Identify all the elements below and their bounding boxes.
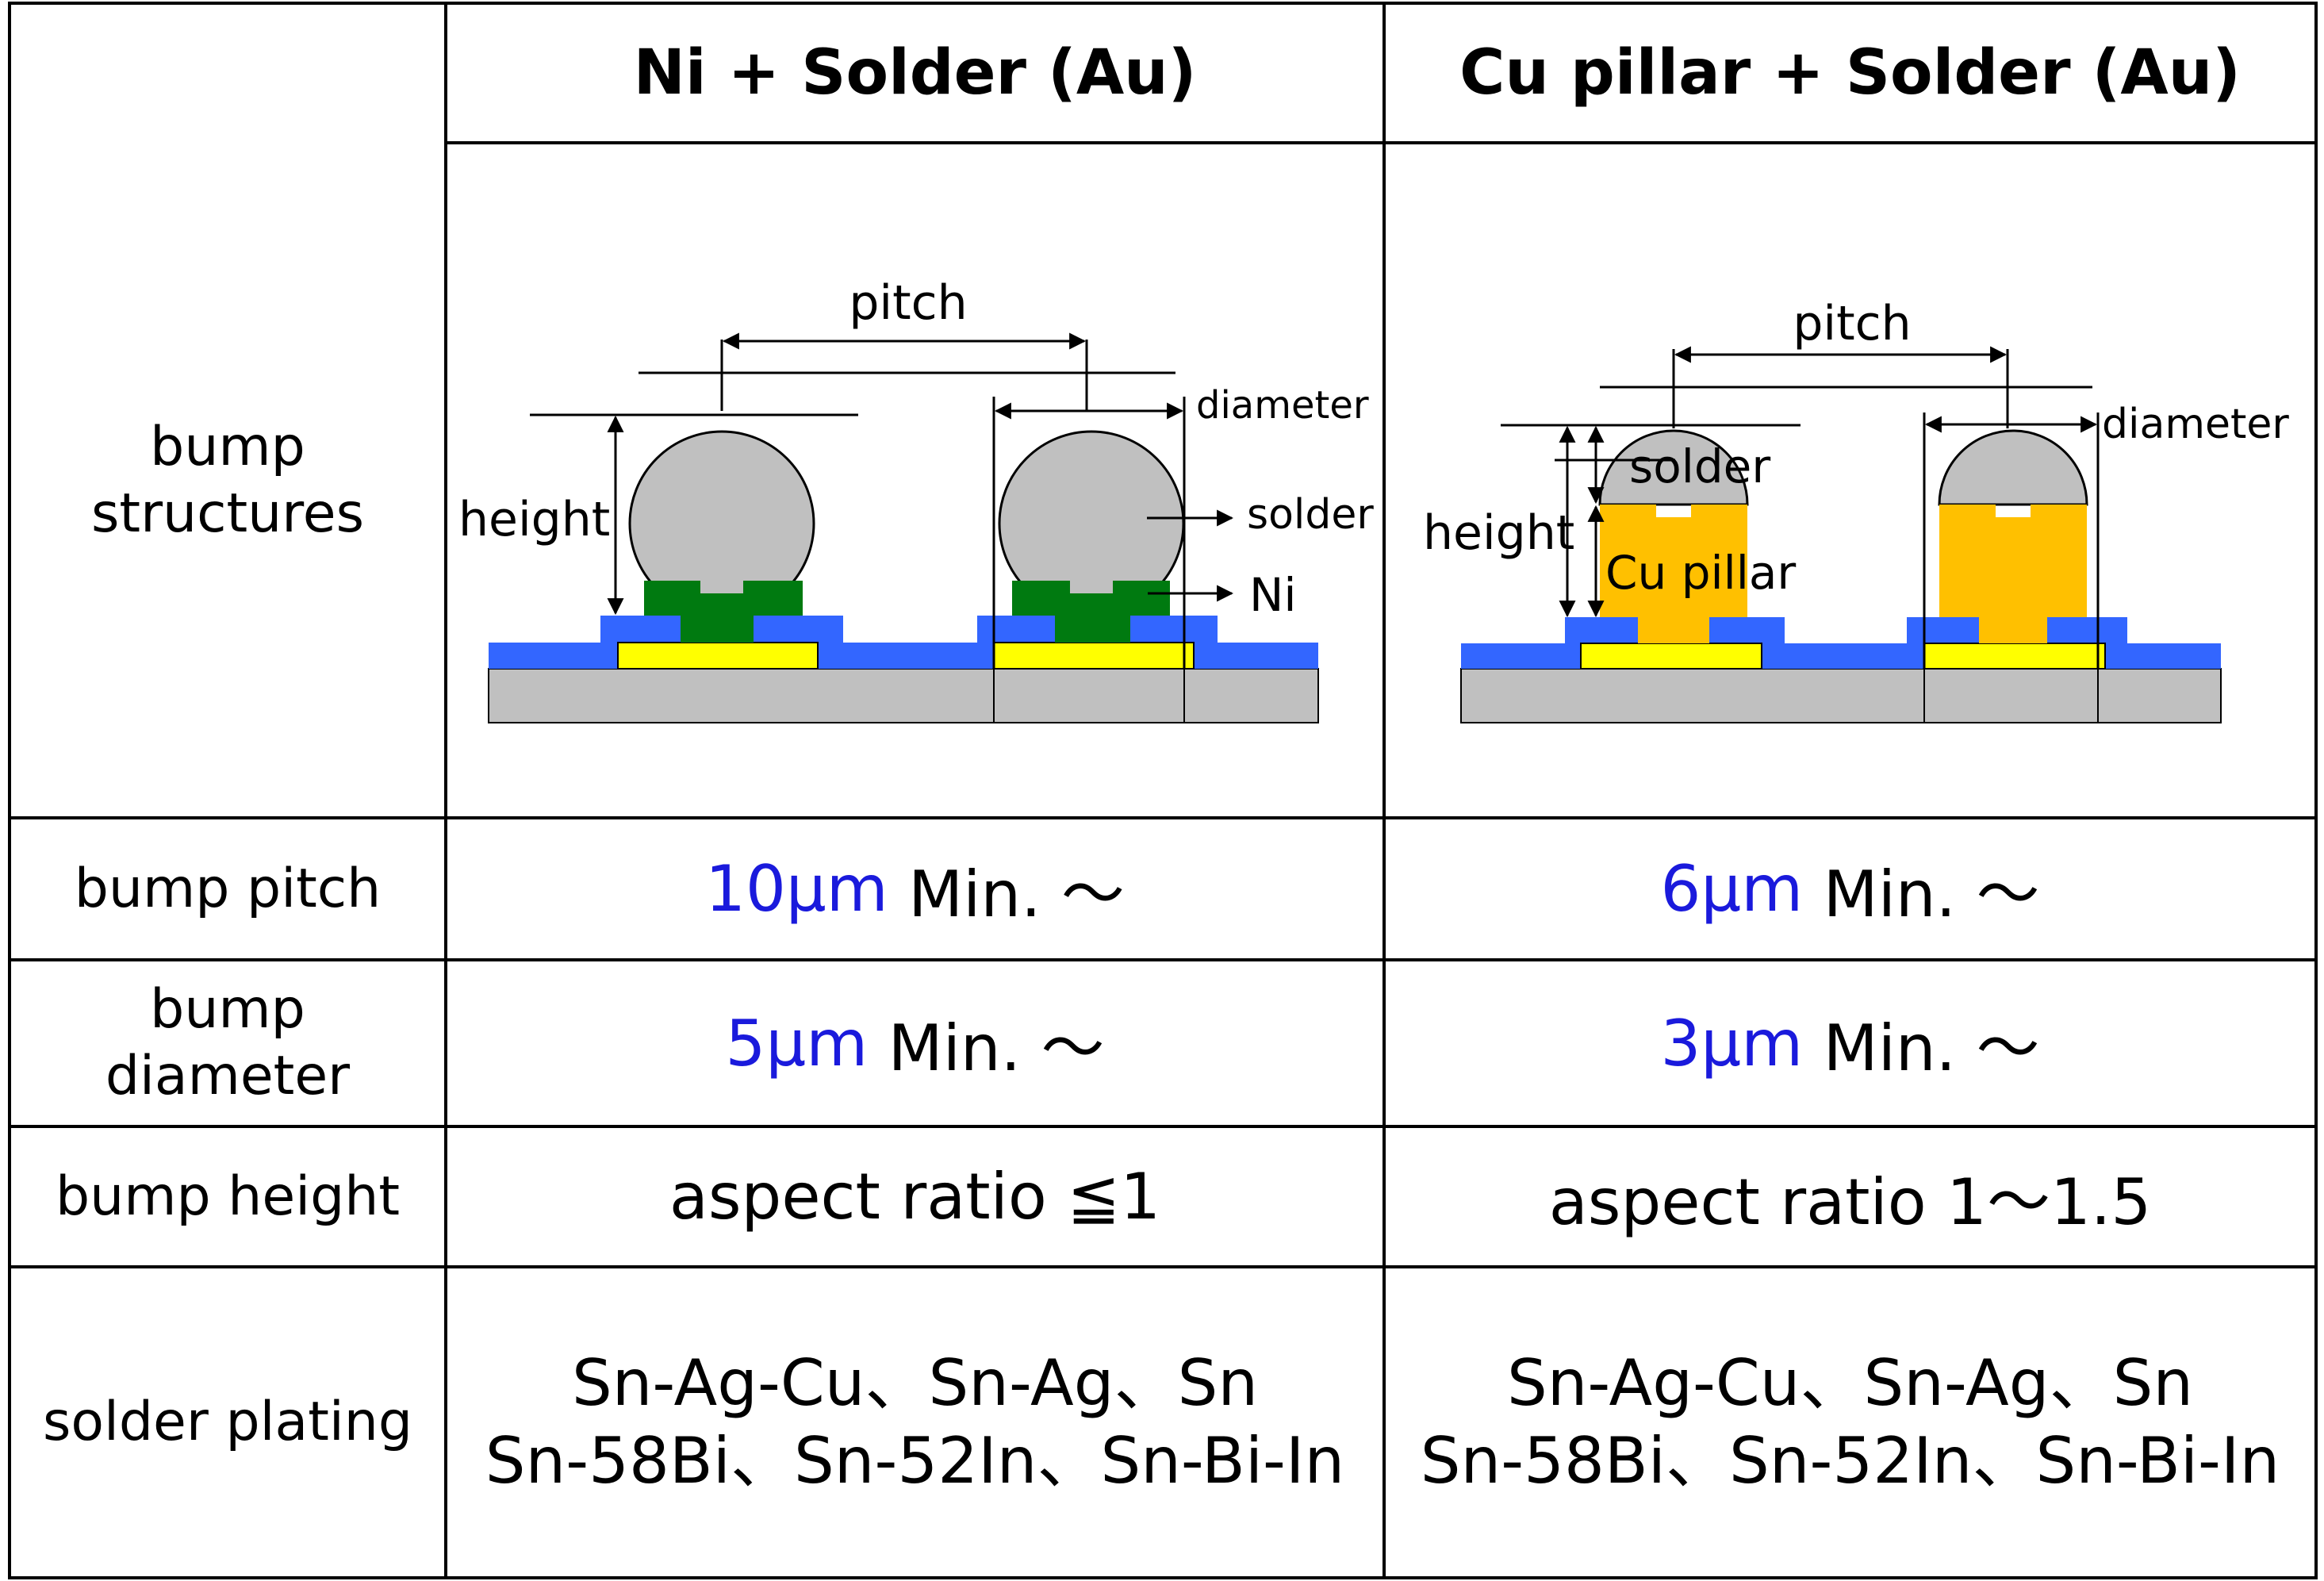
row-label-bump-structures: bump structures <box>10 143 446 818</box>
solder-label: solder <box>1629 439 1770 493</box>
plating-value-ni: Sn-Ag-Cu、Sn-Ag、Sn Sn-58Bi、Sn-52In、Sn-Bi-… <box>446 1267 1384 1578</box>
row-label-line: bump <box>150 415 305 478</box>
solder-cap <box>1938 429 2088 506</box>
diameter-number: 3μm <box>1660 1006 1804 1080</box>
pitch-value-cu: 6μm Min. ～ <box>1384 818 2316 960</box>
substrate <box>488 668 1319 723</box>
row-label-line: diameter <box>105 1045 351 1107</box>
pitch-suffix: Min. ～ <box>888 857 1125 931</box>
plating-line: Sn-Ag-Cu、Sn-Ag、Sn <box>571 1346 1259 1420</box>
ni-layer <box>1012 581 1170 643</box>
height-label: height <box>1423 505 1574 561</box>
ni-layer <box>644 581 803 643</box>
solder-label: solder <box>1247 491 1374 539</box>
row-label-bump-diameter: bump diameter <box>10 960 446 1126</box>
solder-cap <box>1598 429 1749 506</box>
plating-line: Sn-58Bi、Sn-52In、Sn-Bi-In <box>1420 1424 2280 1498</box>
pad <box>1923 643 2106 670</box>
cu-pillar <box>1939 505 2087 643</box>
diameter-value-ni: 5μm Min. ～ <box>446 960 1384 1126</box>
diameter-label: diameter <box>2102 401 2289 448</box>
passivation-layer <box>1461 617 2221 669</box>
header-cu-pillar-solder: Cu pillar + Solder (Au) <box>1459 37 2241 109</box>
ni-label: Ni <box>1249 568 1297 622</box>
pitch-suffix: Min. ～ <box>1803 857 2040 931</box>
row-label-bump-height: bump height <box>55 1165 401 1228</box>
plating-line: Sn-Ag-Cu、Sn-Ag、Sn <box>1506 1346 2194 1420</box>
pitch-number: 10μm <box>705 852 888 926</box>
height-value-cu: aspect ratio 1～1.5 <box>1548 1165 2152 1239</box>
pitch-label: pitch <box>1793 296 1911 351</box>
pad <box>617 642 819 670</box>
height-label: height <box>458 492 610 547</box>
pitch-value-ni: 10μm Min. ～ <box>446 818 1384 960</box>
pitch-label: pitch <box>849 275 967 331</box>
cu-pillar-label: Cu pillar <box>1605 546 1796 600</box>
header-ni-solder: Ni + Solder (Au) <box>633 37 1197 109</box>
cu-pillar <box>1600 505 1747 643</box>
row-label-line: structures <box>90 482 365 545</box>
diameter-value-cu: 3μm Min. ～ <box>1384 960 2316 1126</box>
diameter-number: 5μm <box>725 1006 869 1080</box>
substrate <box>1460 668 2222 723</box>
pitch-number: 6μm <box>1660 852 1804 926</box>
diameter-label: diameter <box>1196 383 1369 428</box>
diameter-suffix: Min. ～ <box>868 1011 1105 1085</box>
row-label-bump-pitch: bump pitch <box>74 857 382 920</box>
plating-value-cu: Sn-Ag-Cu、Sn-Ag、Sn Sn-58Bi、Sn-52In、Sn-Bi-… <box>1384 1267 2316 1578</box>
pad <box>1580 643 1762 670</box>
height-value-ni: aspect ratio ≦1 <box>669 1160 1161 1234</box>
row-label-line: bump <box>150 978 305 1041</box>
diameter-suffix: Min. ～ <box>1803 1011 2040 1085</box>
plating-line: Sn-58Bi、Sn-52In、Sn-Bi-In <box>485 1424 1345 1498</box>
row-label-solder-plating: solder plating <box>42 1391 413 1453</box>
